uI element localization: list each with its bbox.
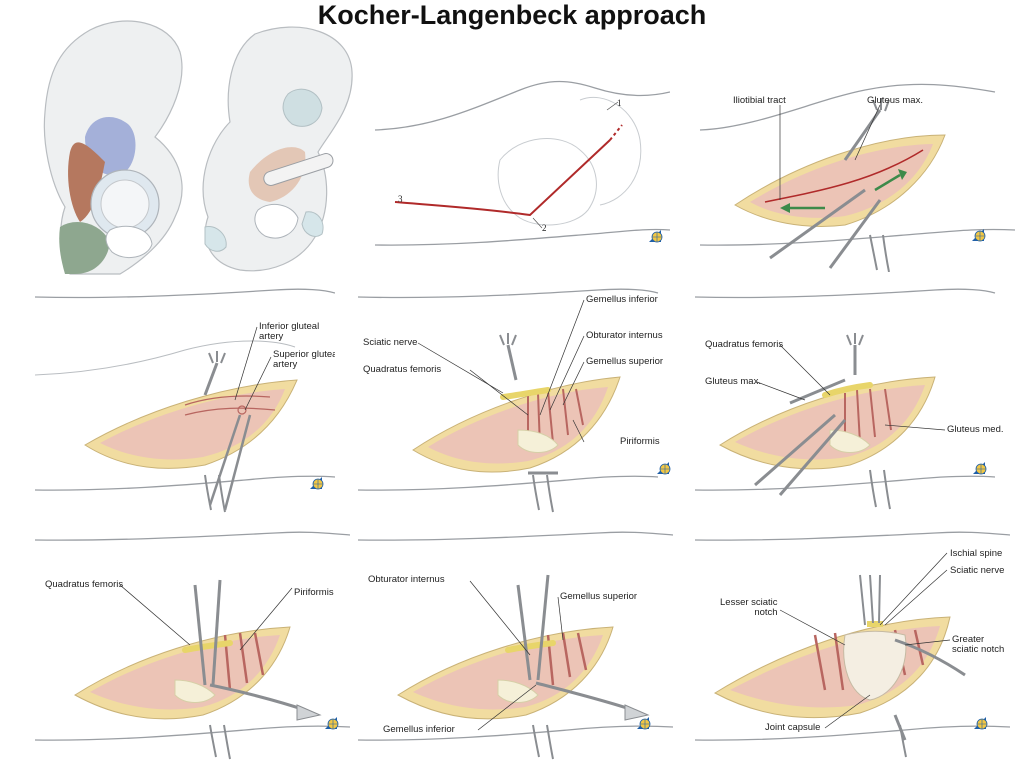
label-gluteus-max: Gluteus max. bbox=[705, 376, 761, 387]
incision-mark-3: 3 bbox=[398, 194, 403, 204]
ao-globe-logo bbox=[970, 227, 986, 243]
incision-mark-1: 1 bbox=[617, 98, 622, 108]
exposure-panel: Iliotibial tract Gluteus max. bbox=[695, 40, 1024, 272]
label-quadratus-femoris: Quadratus femoris bbox=[705, 339, 784, 350]
label-piriformis: Piriformis bbox=[620, 436, 660, 447]
label-joint-capsule: Joint capsule bbox=[765, 722, 821, 733]
capsule-panel: Ischial spine Sciatic nerve Lesser sciat… bbox=[695, 525, 1024, 768]
label-quadratus-femoris: Quadratus femoris bbox=[45, 579, 124, 590]
label-ischial-spine: Ischial spine bbox=[950, 548, 1003, 559]
retraction-panel: Quadratus femoris Gluteus max. Gluteus m… bbox=[695, 285, 1024, 515]
label-piriformis: Piriformis bbox=[294, 587, 334, 598]
incision-panel: 1 2 3 bbox=[370, 40, 670, 272]
ao-globe-logo bbox=[635, 715, 651, 731]
label-gemellus-superior: Gemellus superior bbox=[560, 591, 638, 602]
obturator-panel: Obturator internus Gemellus superior Gem… bbox=[358, 525, 688, 768]
rotators-panel: Sciatic nerve Quadratus femoris Gemellus… bbox=[358, 285, 688, 515]
ao-globe-logo bbox=[971, 460, 987, 476]
piriformis-panel: Quadratus femoris Piriformis bbox=[35, 525, 355, 768]
label-gemellus-inferior: Gemellus inferior bbox=[383, 724, 455, 735]
label-obturator-internus: Obturator internus bbox=[586, 330, 663, 341]
label-sciatic-nerve: Sciatic nerve bbox=[363, 337, 418, 348]
label-obturator-internus: Obturator internus bbox=[368, 574, 445, 585]
ao-globe-logo bbox=[972, 715, 988, 731]
label-gemellus-superior: Gemellus superior bbox=[586, 356, 664, 367]
page-title: Kocher-Langenbeck approach bbox=[317, 0, 707, 30]
label-quadratus-femoris: Quadratus femoris bbox=[363, 364, 442, 375]
ao-globe-logo bbox=[655, 460, 671, 476]
ao-globe-logo bbox=[308, 475, 324, 491]
ao-globe-logo bbox=[647, 228, 663, 244]
label-gluteus-max: Gluteus max. bbox=[867, 95, 923, 106]
label-gemellus-inferior: Gemellus inferior bbox=[586, 294, 658, 305]
label-sciatic-nerve: Sciatic nerve bbox=[950, 565, 1005, 576]
label-gluteus-med: Gluteus med. bbox=[947, 424, 1004, 435]
incision-mark-2: 2 bbox=[542, 223, 547, 233]
pelvis-illustration bbox=[30, 12, 360, 277]
ao-globe-logo bbox=[323, 715, 339, 731]
label-iliotibial-tract: Iliotibial tract bbox=[733, 95, 786, 106]
